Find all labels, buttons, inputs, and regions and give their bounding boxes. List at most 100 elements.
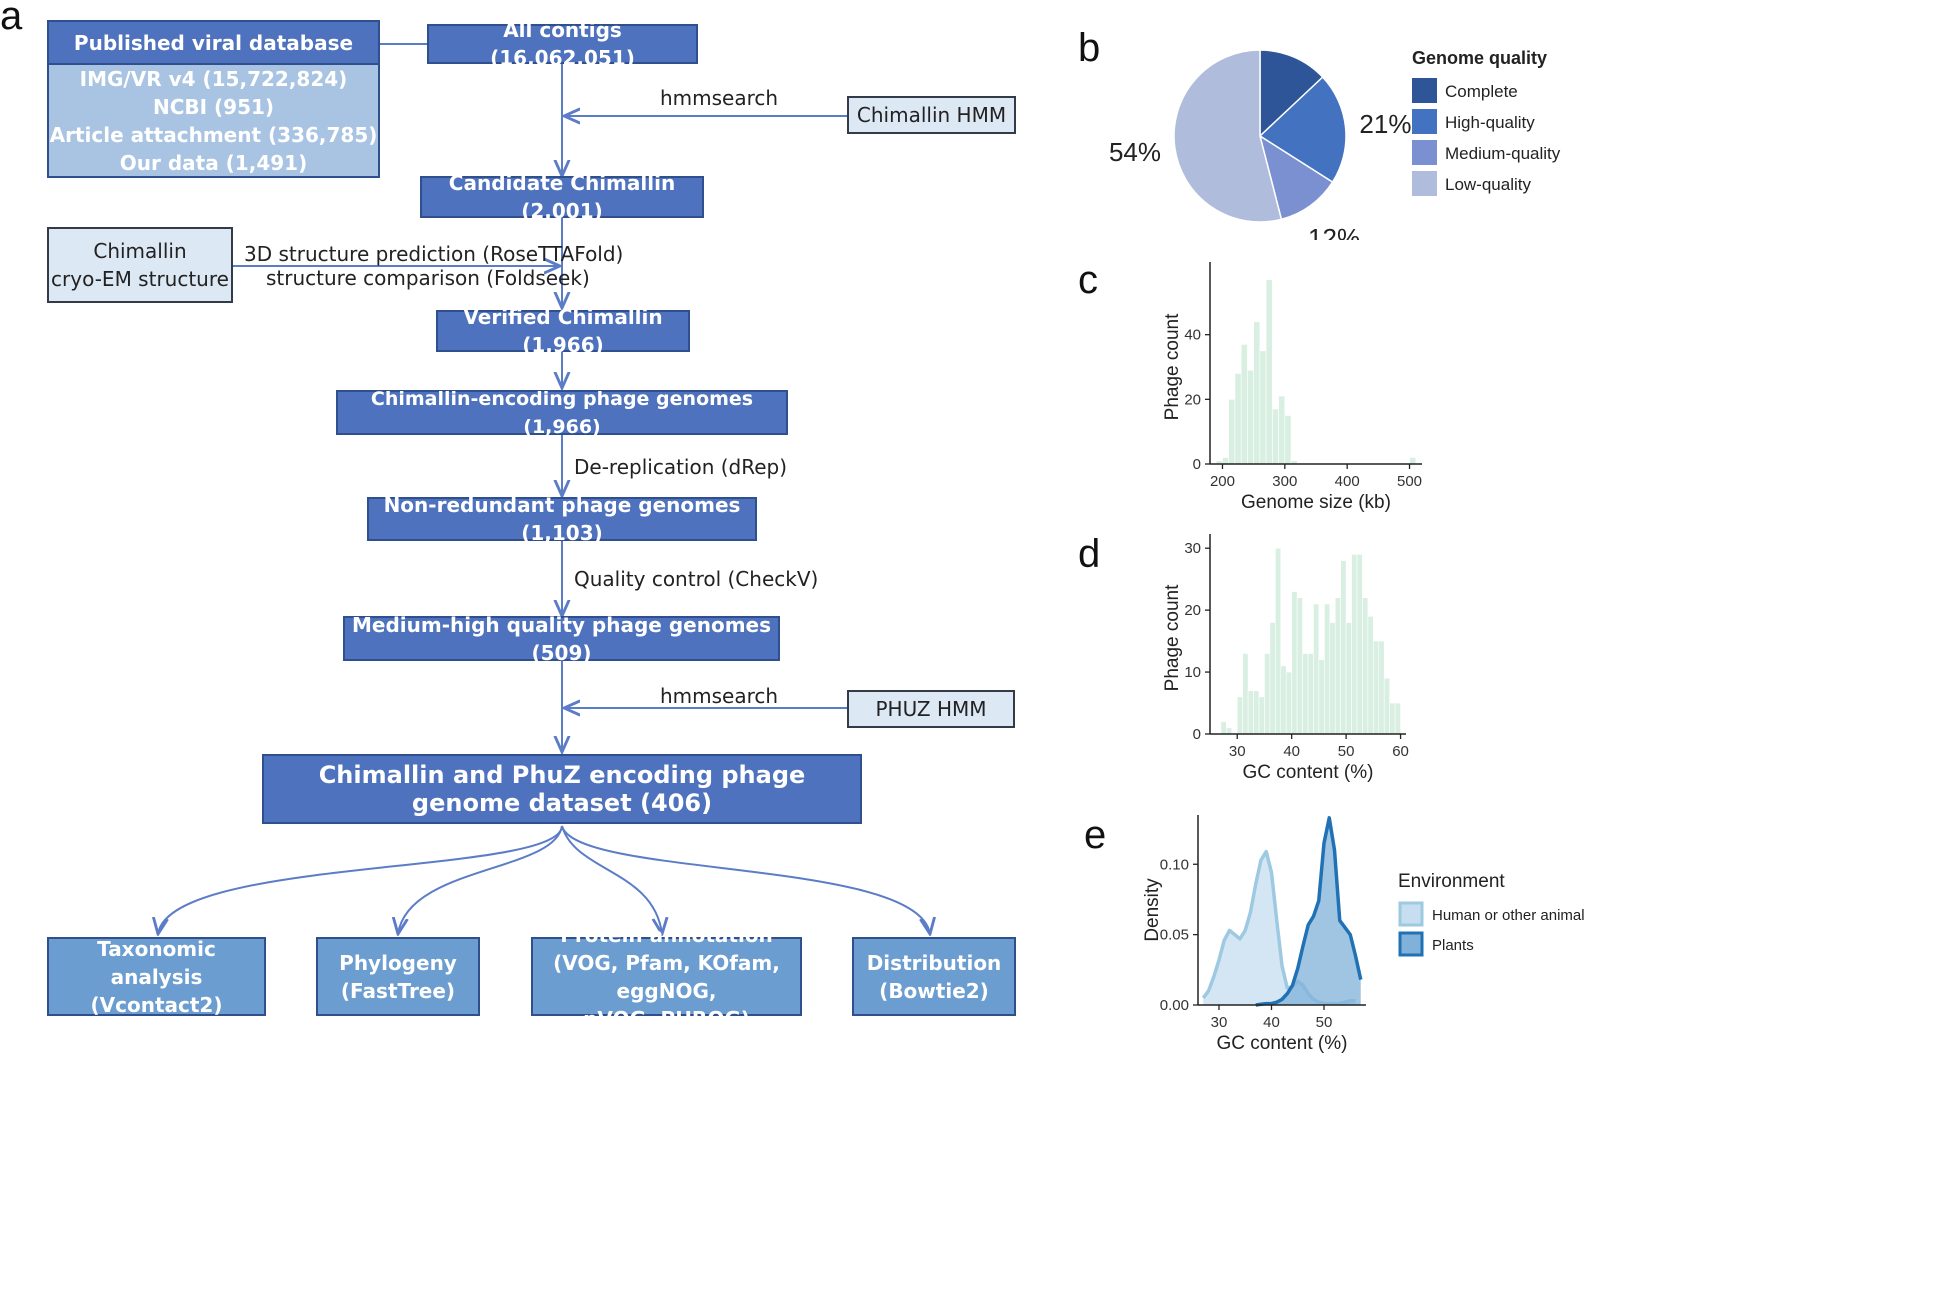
x-tick-label: 40 [1263, 1014, 1280, 1031]
output-line: Phylogeny [339, 950, 457, 975]
histogram-bar [1307, 653, 1314, 735]
x-axis-label: GC content (%) [1243, 762, 1374, 783]
output-line: pVOG, PHROG) [583, 1006, 750, 1031]
chimallin-hmm-box: Chimallin HMM [847, 96, 1016, 134]
x-tick-label: 400 [1335, 473, 1360, 490]
histogram-bar [1318, 659, 1325, 735]
y-tick-label: 0.05 [1160, 927, 1189, 944]
pie-label: 13% [1284, 30, 1336, 35]
legend-label: Human or other animal [1432, 907, 1585, 924]
histogram-bar [1272, 408, 1279, 465]
histogram-bar [1334, 597, 1341, 735]
histogram-bar [1247, 369, 1254, 465]
y-tick-label: 0 [1193, 456, 1201, 473]
panel-letter-e: e [1084, 813, 1107, 857]
pie-label: 12% [1308, 223, 1360, 240]
histogram-bar [1351, 554, 1358, 735]
x-tick-label: 40 [1283, 743, 1300, 760]
medium-high-genomes-box: Medium-high quality phage genomes (509) [343, 613, 780, 665]
chart-b-pie: 13%21%12%54%Genome qualityCompleteHigh-q… [1109, 30, 1561, 240]
legend-title: Environment [1398, 871, 1505, 892]
pie-label: 21% [1359, 109, 1411, 139]
published-db-list: IMG/VR v4 (15,722,824) NCBI (951) Articl… [47, 63, 380, 178]
pie-slice [1258, 76, 1347, 184]
x-tick-label: 60 [1392, 743, 1409, 760]
x-tick-label: 30 [1211, 1014, 1228, 1031]
published-db-line: Article attachment (336,785) [49, 122, 378, 147]
output-line: Protein annotation [560, 922, 773, 947]
density-area [1203, 851, 1356, 1005]
x-axis-label: Genome size (kb) [1241, 492, 1391, 513]
legend-title: Genome quality [1412, 48, 1547, 68]
x-tick-label: 500 [1397, 473, 1422, 490]
histogram-bar [1394, 702, 1401, 735]
y-tick-label: 20 [1184, 391, 1201, 408]
histogram-bar [1275, 547, 1282, 735]
legend-label: High-quality [1445, 113, 1535, 132]
phylogeny-box: Phylogeny (FastTree) [316, 937, 480, 1016]
output-line: (Vcontact2) [90, 992, 223, 1017]
histogram-bar [1389, 702, 1396, 735]
pie-slice [1173, 49, 1283, 223]
histogram-bar [1228, 399, 1236, 465]
output-line: (VOG, Pfam, KOfam, eggNOG, [553, 950, 780, 1003]
histogram-bar [1378, 640, 1385, 735]
dataset-box: Chimallin and PhuZ encoding phage genome… [262, 754, 862, 824]
quality-control-label: Quality control (CheckV) [574, 567, 819, 591]
published-db-line: Our data (1,491) [119, 150, 308, 175]
histogram-bar [1247, 690, 1254, 735]
y-axis-label: Phage count [1162, 313, 1183, 420]
legend-swatch [1412, 109, 1437, 134]
histogram-bar [1409, 457, 1417, 465]
arrow-to-protein [561, 825, 662, 934]
legend-label: Plants [1432, 937, 1474, 954]
y-tick-label: 0.00 [1160, 997, 1189, 1014]
y-tick-label: 30 [1184, 540, 1201, 557]
arrow-to-taxonomic [158, 825, 563, 934]
histogram-bar [1302, 653, 1309, 735]
y-tick-label: 0.10 [1160, 856, 1189, 873]
density-line [1255, 816, 1363, 1007]
panel-letter-c: c [1078, 258, 1098, 302]
histogram-bar [1253, 690, 1260, 735]
structure-comparison-label: structure comparison (Foldseek) [266, 266, 590, 290]
nonredundant-genomes-box: Non-redundant phage genomes (1,103) [367, 493, 757, 545]
histogram-bar [1291, 591, 1298, 735]
x-tick-label: 200 [1210, 473, 1235, 490]
histogram-bar [1242, 653, 1249, 735]
histogram-bar [1329, 622, 1336, 735]
y-tick-label: 0 [1193, 726, 1201, 743]
histogram-bar [1264, 653, 1271, 735]
histogram-bar [1340, 560, 1347, 735]
encoding-genomes-box: Chimallin-encoding phage genomes (1,966) [336, 388, 788, 438]
histogram-bar [1383, 677, 1390, 735]
histogram-bar [1253, 321, 1261, 465]
histogram-bar [1258, 696, 1265, 735]
cryo-em-line: cryo-EM structure [51, 267, 229, 291]
histogram-bar [1265, 279, 1273, 465]
x-tick-label: 300 [1272, 473, 1297, 490]
legend-label: Low-quality [1445, 175, 1531, 194]
histogram-bar [1345, 622, 1352, 735]
histogram-bar [1313, 603, 1320, 735]
histogram-bar [1240, 344, 1248, 465]
panel-letter-a: a [0, 0, 23, 38]
output-line: (Bowtie2) [879, 978, 989, 1003]
histogram-bar [1259, 350, 1267, 465]
y-axis-label: Phage count [1162, 584, 1183, 691]
protein-annotation-box: Protein annotation (VOG, Pfam, KOfam, eg… [531, 923, 802, 1031]
pie-slice [1258, 134, 1334, 221]
y-axis-label: Density [1142, 878, 1163, 942]
arrow-to-phylogeny [398, 825, 563, 934]
published-db-line: NCBI (951) [152, 94, 275, 119]
cryo-em-line: Chimallin [93, 239, 187, 263]
legend-label: Medium-quality [1445, 144, 1561, 163]
y-tick-label: 40 [1184, 327, 1201, 344]
x-tick-label: 50 [1338, 743, 1355, 760]
hmmsearch-label-1: hmmsearch [660, 86, 779, 110]
phuz-hmm-box: PHUZ HMM [847, 690, 1015, 728]
histogram-bar [1222, 457, 1230, 465]
